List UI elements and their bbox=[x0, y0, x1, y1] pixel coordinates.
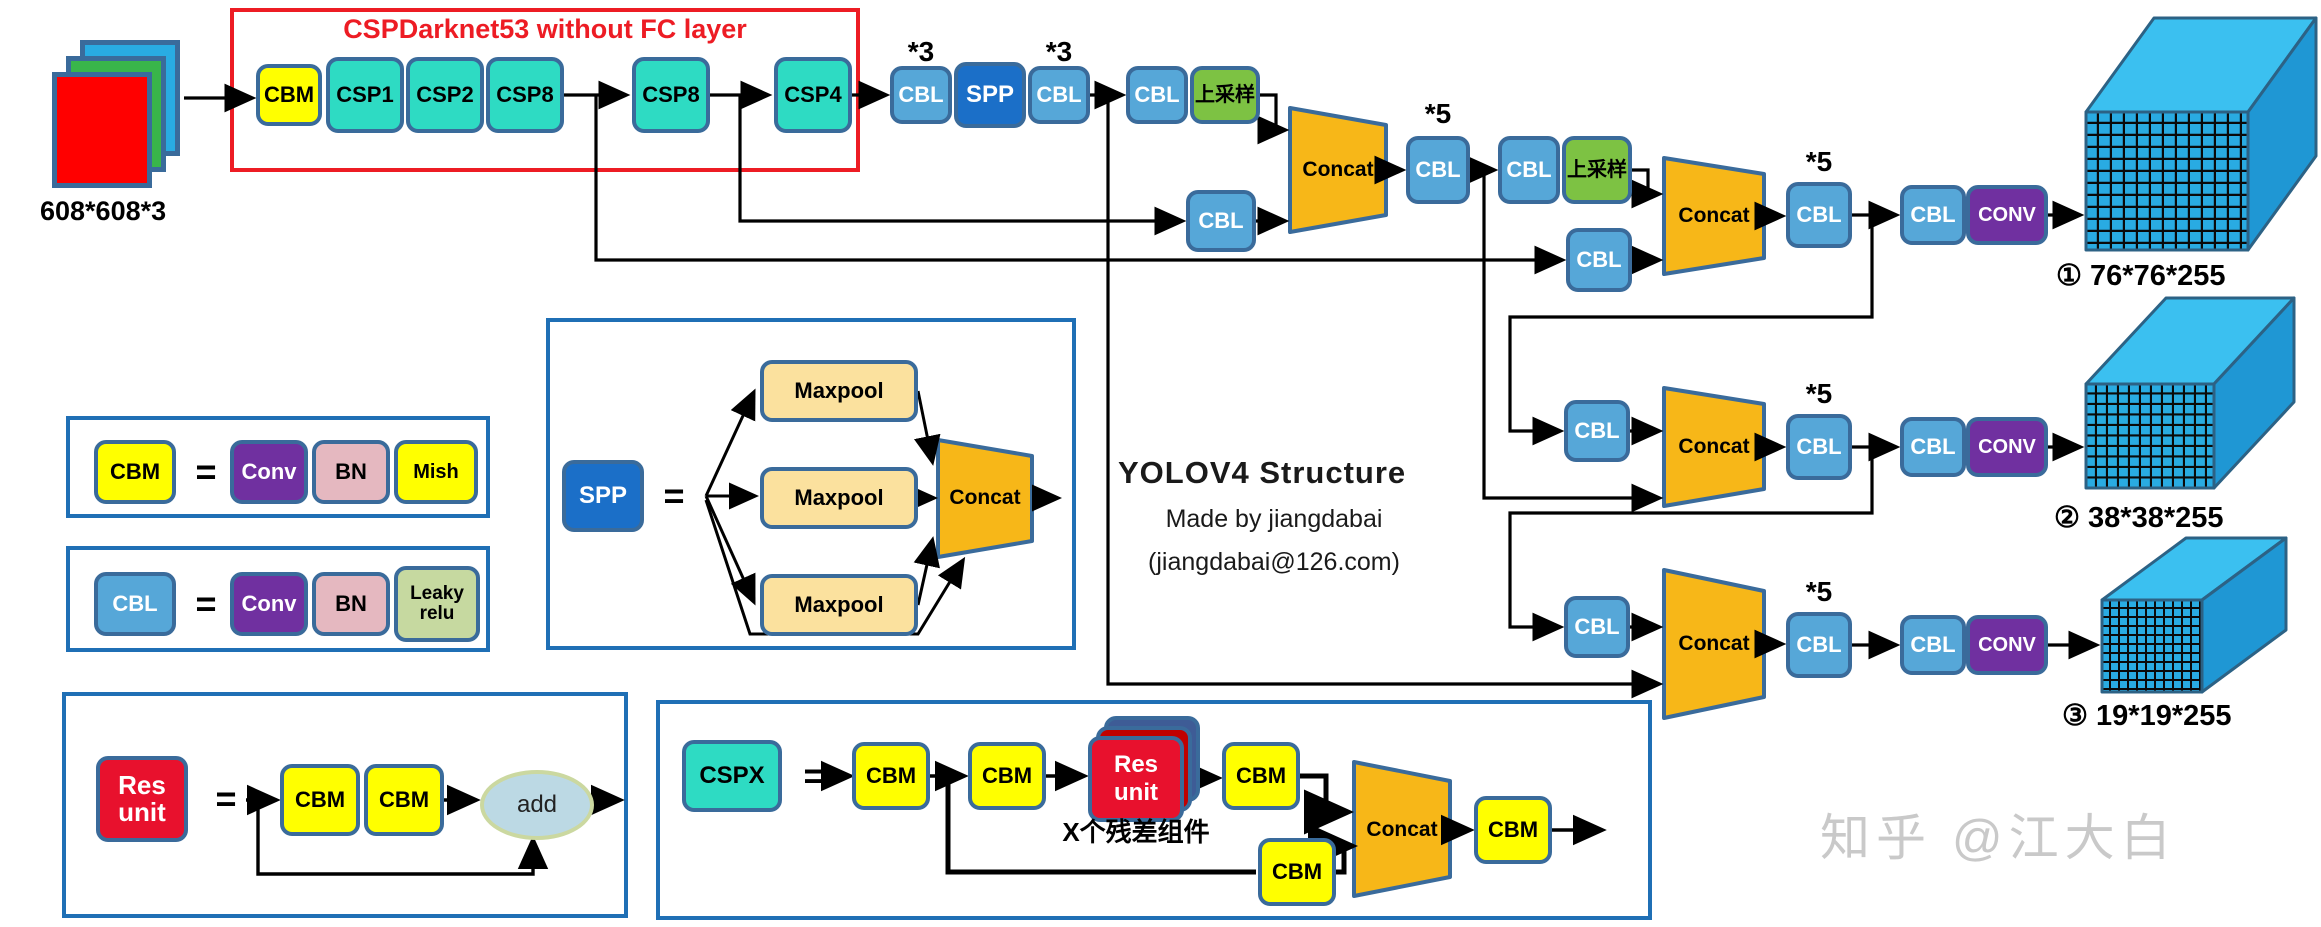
cspx-concat-node-label: Concat bbox=[1366, 818, 1438, 841]
backbone-title: CSPDarknet53 without FC layer bbox=[343, 14, 747, 44]
output-label-1: ① 76*76*255 bbox=[2056, 260, 2226, 292]
output-cubes bbox=[2084, 16, 2318, 694]
cspx-cbm-block-5: CBM bbox=[1474, 796, 1552, 864]
backbone-csp1-block: CSP1 bbox=[326, 57, 404, 133]
repeat-x5-label-2: *5 bbox=[1805, 146, 1833, 177]
spp-equals-sign: = bbox=[663, 475, 685, 516]
input-size-label: 608*608*3 bbox=[40, 196, 167, 226]
backbone-csp8-block-2: CSP8 bbox=[632, 57, 710, 133]
watermark: 知乎 @江大白 bbox=[1820, 810, 2177, 866]
neck-spp-block: SPP bbox=[954, 62, 1026, 128]
concat-node-4-label: Concat bbox=[1678, 632, 1750, 655]
legend-maxpool-block-1: Maxpool bbox=[760, 360, 918, 422]
legend-mish-block: Mish bbox=[394, 440, 478, 504]
head2-cbl-block: CBL bbox=[1900, 417, 1966, 477]
res-equals-sign: = bbox=[215, 778, 237, 819]
neck-cbl-block-3: CBL bbox=[1126, 66, 1188, 124]
cbl-legend-frame bbox=[66, 546, 490, 652]
res-unit-line1: Res bbox=[118, 769, 166, 800]
res-cbm-block-1: CBM bbox=[280, 764, 360, 836]
cspx-equals-sign: = bbox=[803, 755, 825, 796]
legend-cbm-bn-block: BN bbox=[312, 440, 390, 504]
cspx-legend-frame bbox=[656, 700, 1652, 920]
diagram-title-block: YOLOV4 Structure Made by jiangdabai (jia… bbox=[1118, 455, 1430, 577]
legend-leaky-relu-block: Leaky relu bbox=[394, 566, 480, 642]
cspx-res-unit-label: Res unit bbox=[1088, 736, 1184, 822]
output-cube-3 bbox=[2100, 536, 2288, 694]
cspx-cbm-block-4: CBM bbox=[1258, 838, 1336, 906]
repeat-x3-label-1: *3 bbox=[907, 36, 935, 67]
diagram-email: (jiangdabai@126.com) bbox=[1148, 548, 1400, 576]
legend-cbl-block: CBL bbox=[94, 572, 176, 636]
leaky-relu-line1: Leaky bbox=[410, 583, 464, 605]
repeat-x5-label-1: *5 bbox=[1424, 98, 1452, 129]
concat-node-2-label: Concat bbox=[1678, 204, 1750, 227]
diagram-byline: Made by jiangdabai bbox=[1165, 505, 1383, 533]
legend-cbl-bn-block: BN bbox=[312, 572, 390, 636]
cspx-res-line2: unit bbox=[1114, 779, 1158, 806]
neck-cbl5-block-1: CBL bbox=[1406, 136, 1470, 204]
head3-cbl-block: CBL bbox=[1900, 615, 1966, 675]
head1-conv-block: CONV bbox=[1966, 185, 2048, 245]
output-cube-2 bbox=[2084, 296, 2296, 490]
cbl-equals-sign: = bbox=[195, 583, 217, 624]
cspx-res-line1: Res bbox=[1113, 751, 1159, 778]
legend-cspx-block: CSPX bbox=[682, 740, 782, 812]
diagram-title: YOLOV4 Structure bbox=[1118, 455, 1407, 490]
legend-maxpool-block-3: Maxpool bbox=[760, 574, 918, 636]
cbm-equals-sign: = bbox=[195, 451, 217, 492]
concat-node-1-label: Concat bbox=[1302, 158, 1374, 181]
cspx-cbm-block-3: CBM bbox=[1222, 742, 1300, 810]
neck-upsample-block-2: 上采样 bbox=[1562, 136, 1632, 204]
output-label-3: ③ 19*19*255 bbox=[2062, 700, 2232, 732]
res-cbm-block-2: CBM bbox=[364, 764, 444, 836]
repeat-x5-label-3: *5 bbox=[1805, 378, 1833, 409]
backbone-csp8-block-1: CSP8 bbox=[486, 57, 564, 133]
res-add-node: add bbox=[480, 770, 594, 840]
legend-cbm-conv-block: Conv bbox=[230, 440, 308, 504]
head3-conv-block: CONV bbox=[1966, 615, 2048, 675]
leaky-relu-line2: relu bbox=[419, 603, 455, 624]
input-image-layer-red bbox=[52, 72, 152, 188]
neck-upsample-block-1: 上采样 bbox=[1190, 66, 1260, 124]
legend-cbm-block: CBM bbox=[94, 440, 176, 504]
spp-concat-node-label: Concat bbox=[949, 486, 1021, 509]
backbone-csp2-block: CSP2 bbox=[406, 57, 484, 133]
res-unit-legend-frame bbox=[62, 692, 628, 918]
neck-cbl-block-11: CBL bbox=[1564, 596, 1630, 658]
legend-spp-block: SPP bbox=[562, 460, 644, 532]
head2-conv-block: CONV bbox=[1966, 417, 2048, 477]
spp-legend-frame bbox=[546, 318, 1076, 650]
output-cube-1 bbox=[2084, 16, 2318, 252]
head1-cbl5-block: CBL bbox=[1786, 182, 1852, 248]
legend-res-unit-block: Res unit bbox=[96, 756, 188, 842]
neck-cbl-block-2: CBL bbox=[1028, 66, 1090, 124]
neck-cbl-block-4: CBL bbox=[1186, 190, 1256, 252]
head2-cbl5-block: CBL bbox=[1786, 414, 1852, 480]
repeat-x5-label-4: *5 bbox=[1805, 576, 1833, 607]
neck-cbl-block-9: CBL bbox=[1564, 400, 1630, 462]
concat-node-3-label: Concat bbox=[1678, 435, 1750, 458]
res-unit-line2: unit bbox=[118, 797, 166, 827]
backbone-csp4-block: CSP4 bbox=[774, 57, 852, 133]
cbm-legend-frame bbox=[66, 416, 490, 518]
repeat-x3-label-2: *3 bbox=[1045, 36, 1073, 67]
head1-cbl-block: CBL bbox=[1900, 185, 1966, 245]
neck-cbl-block-7: CBL bbox=[1566, 228, 1632, 292]
neck-cbl-block-1: CBL bbox=[890, 66, 952, 124]
cspx-cbm-block-1: CBM bbox=[852, 742, 930, 810]
legend-cbl-conv-block: Conv bbox=[230, 572, 308, 636]
backbone-cbm-block: CBM bbox=[256, 64, 322, 126]
output-label-2: ② 38*38*255 bbox=[2054, 502, 2224, 534]
legend-maxpool-block-2: Maxpool bbox=[760, 467, 918, 529]
cspx-cbm-block-2: CBM bbox=[968, 742, 1046, 810]
head3-cbl5-block: CBL bbox=[1786, 612, 1852, 678]
neck-cbl-block-5: CBL bbox=[1498, 136, 1560, 204]
